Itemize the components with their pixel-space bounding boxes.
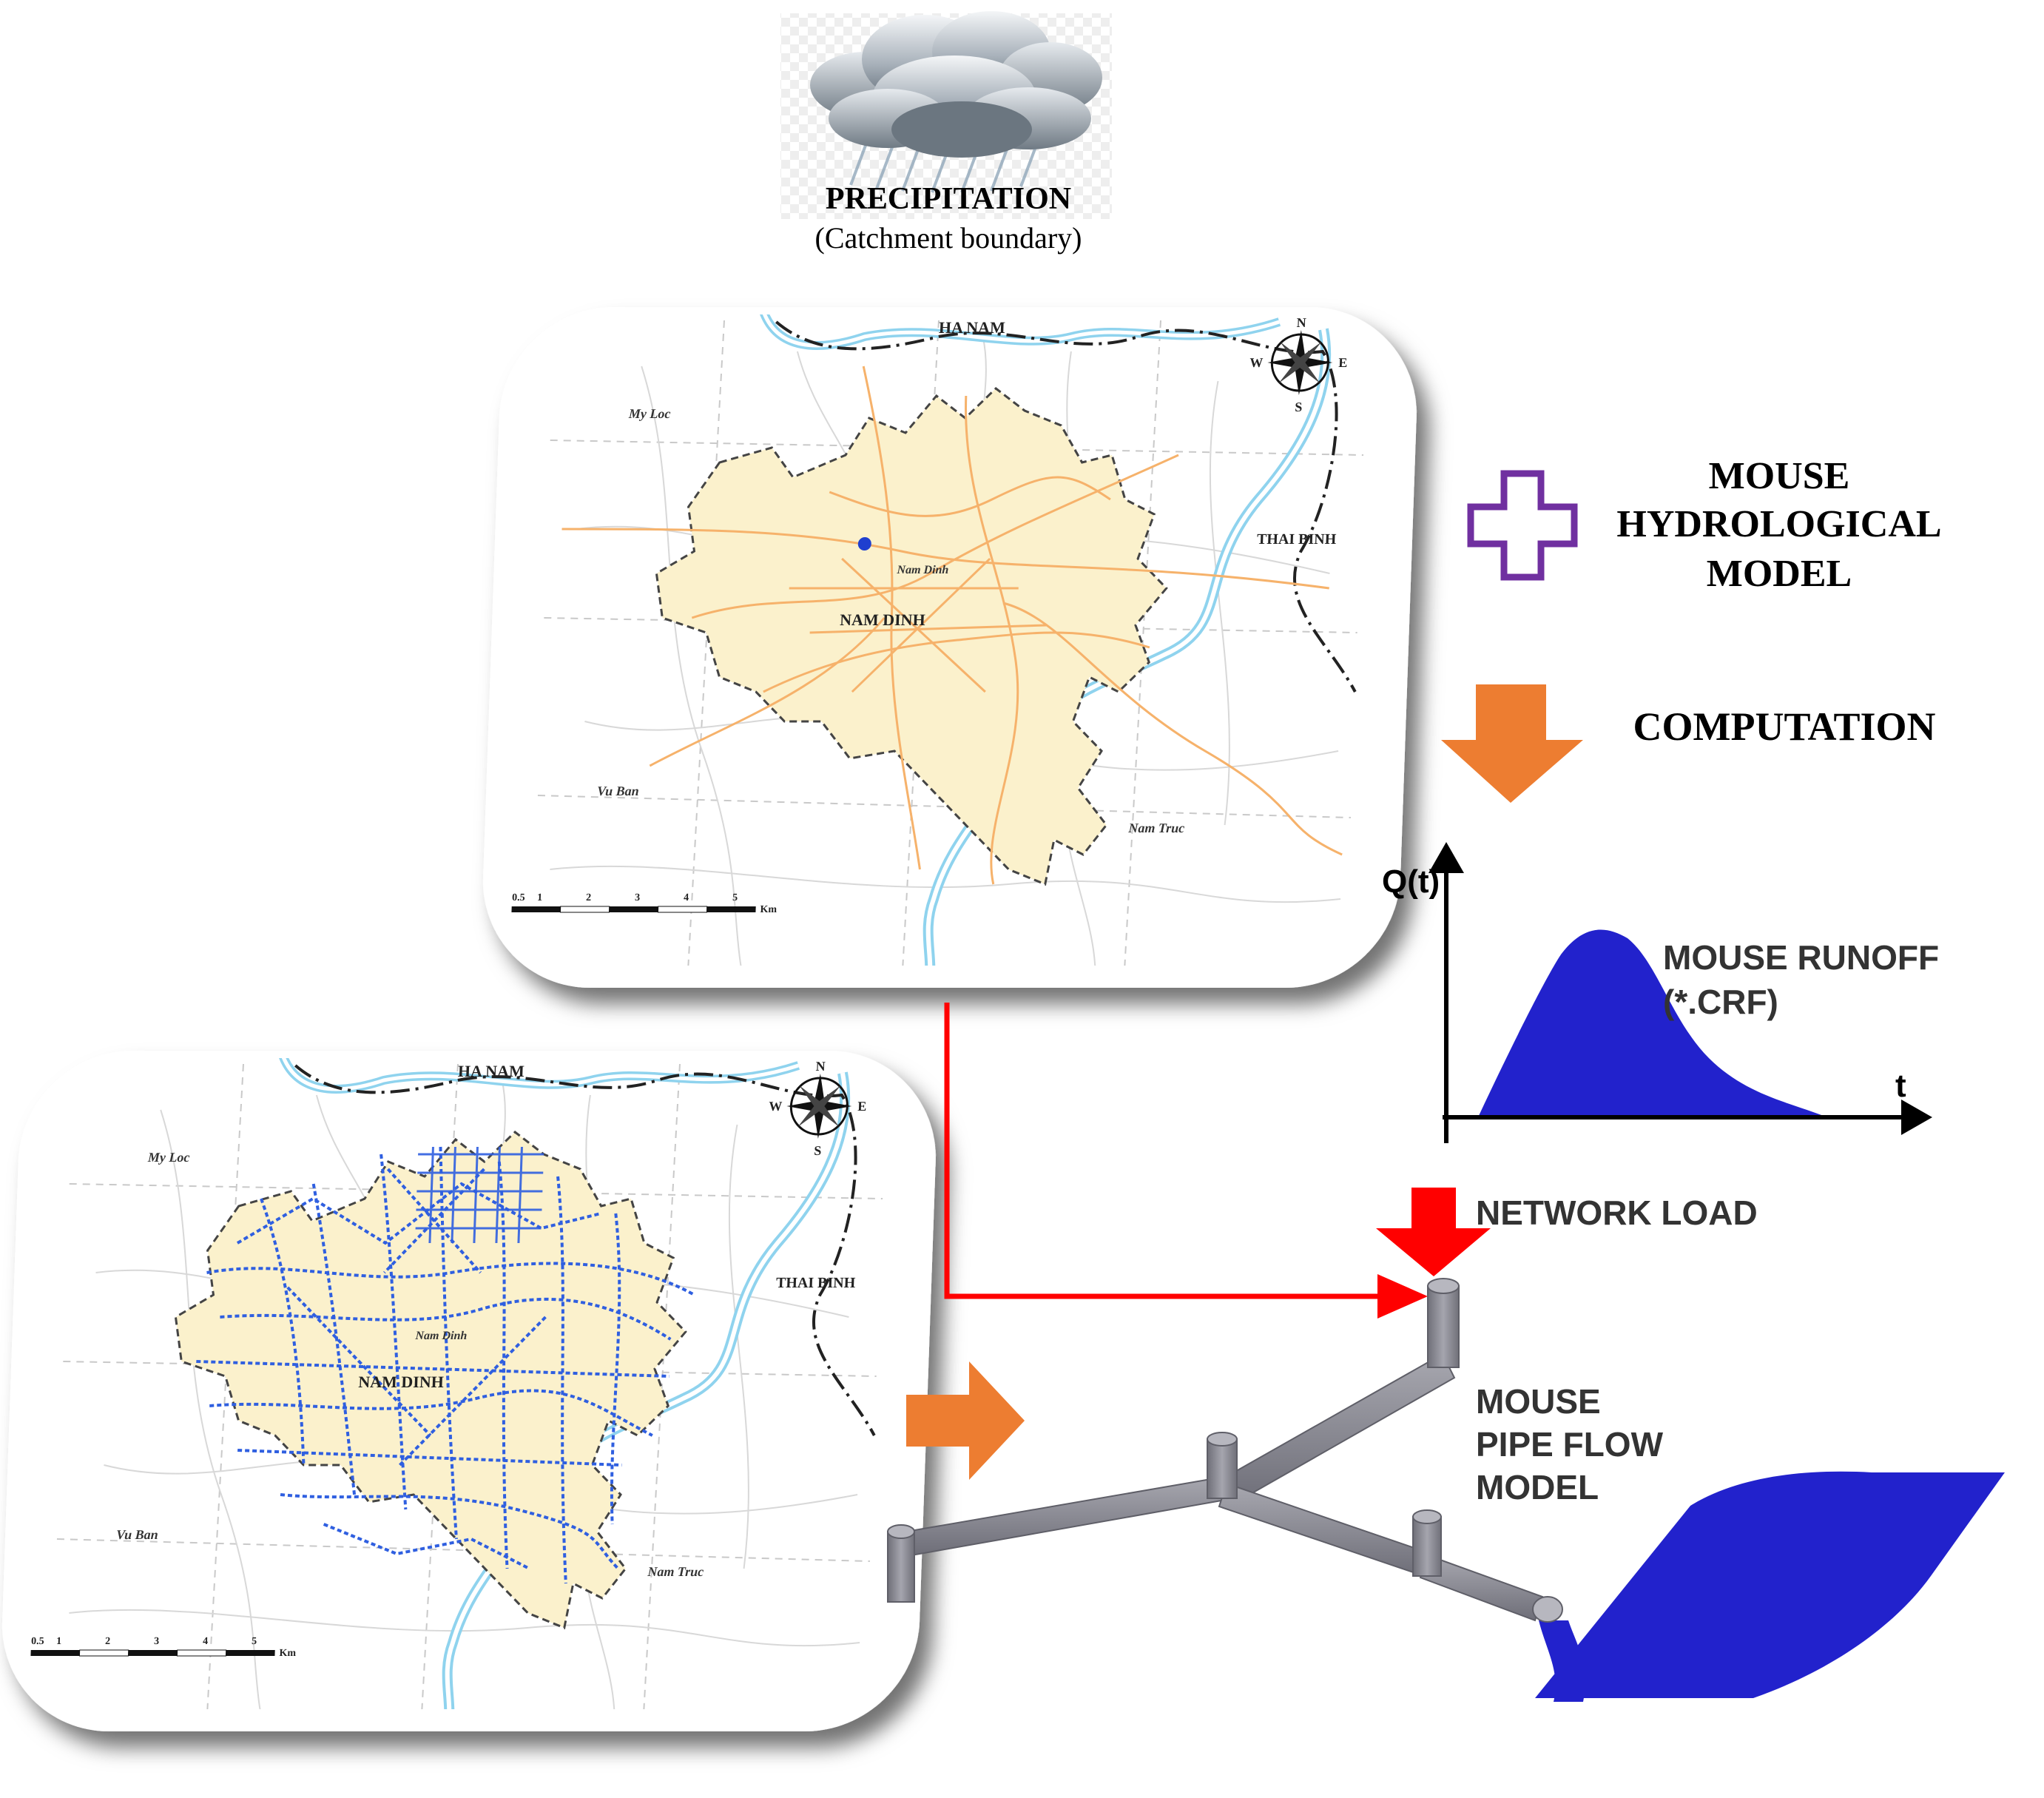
computation-block: COMPUTATION [1441, 684, 1935, 803]
catchment-map-tile: HA NAM My Loc THAI BINH Nam Dinh NAM DIN… [483, 307, 1417, 988]
scale-tick-5: 5 [732, 892, 738, 903]
scale-tick-3: 3 [154, 1636, 160, 1647]
scale-tick-0: 0.5 [31, 1636, 44, 1647]
hydro-model-line3: MODEL [1707, 553, 1852, 595]
map-top-label-vu-ban: Vu Ban [597, 784, 639, 798]
compass-n: N [815, 1059, 826, 1074]
pipe-flow-model-block: MOUSE PIPE FLOW MODEL [887, 1278, 2005, 1702]
pipe-segment [905, 1475, 1235, 1557]
hydrological-model-block: MOUSE HYDROLOGICAL MODEL [1467, 455, 1942, 595]
map-top-label-nam-dinh: NAM DINH [840, 610, 925, 629]
map-bottom-label-ha-nam: HA NAM [458, 1062, 525, 1080]
compass-n: N [1296, 315, 1306, 330]
map-top-label-nam-dinh-city: Nam Dinh [896, 564, 948, 576]
scale-tick-3: 3 [635, 892, 641, 903]
map-top-label-my-loc: My Loc [628, 406, 671, 421]
runoff-hydrograph: Q(t) t MOUSE RUNOFF (*.CRF) [1382, 842, 1939, 1143]
receiving-water [1535, 1471, 2005, 1698]
computation-label: COMPUTATION [1633, 704, 1936, 749]
precipitation-block: PRECIPITATION (Catchment boundary) [780, 11, 1112, 255]
scale-tick-2: 2 [586, 892, 592, 903]
hydro-model-line2: HYDROLOGICAL [1616, 503, 1941, 545]
compass-s: S [814, 1143, 822, 1158]
manhole-group [887, 1278, 1563, 1623]
pipe-flow-line1: MOUSE [1476, 1382, 1601, 1421]
compass-rose-icon: N S E W [769, 1059, 867, 1158]
compass-s: S [1295, 400, 1303, 414]
scale-tick-4: 4 [684, 892, 689, 903]
network-load-arrow-icon [1376, 1188, 1491, 1276]
hydro-model-line1: MOUSE [1709, 455, 1850, 497]
compass-w: W [1249, 355, 1264, 370]
map-top-label-thai-binh: THAI BINH [1257, 531, 1337, 548]
rain-gauge-marker [857, 537, 871, 550]
compass-rose-icon: N S E W [1249, 315, 1348, 414]
scale-tick-1: 1 [537, 892, 543, 903]
scale-tick-5: 5 [252, 1636, 257, 1647]
computation-arrow-icon [1441, 684, 1583, 803]
map-bottom-label-my-loc: My Loc [147, 1150, 190, 1165]
scale-unit: Km [279, 1648, 296, 1659]
map-bottom-label-nam-dinh-city: Nam Dinh [414, 1330, 467, 1342]
connector-arrowhead-icon [1377, 1274, 1428, 1319]
runoff-label-line1: MOUSE RUNOFF [1663, 938, 1939, 977]
transfer-arrow-icon [906, 1361, 1025, 1480]
compass-e: E [1338, 355, 1348, 370]
pipe-network-map-tile: HA NAM My Loc THAI BINH Nam Dinh NAM DIN… [2, 1051, 936, 1731]
rain-cloud-icon [810, 11, 1102, 193]
precipitation-title: PRECIPITATION [826, 182, 1071, 216]
scale-tick-1: 1 [56, 1636, 62, 1647]
pipe-segment [1218, 1482, 1433, 1578]
scale-tick-4: 4 [203, 1636, 209, 1647]
compass-w: W [769, 1099, 783, 1114]
map-bottom-label-vu-ban: Vu Ban [116, 1527, 158, 1542]
map-bottom-label-thai-binh: THAI BINH [776, 1275, 856, 1291]
scale-tick-0: 0.5 [512, 892, 525, 903]
map-bottom-label-nam-truc: Nam Truc [647, 1564, 704, 1579]
compass-e: E [857, 1099, 867, 1114]
network-load-block: NETWORK LOAD [1376, 1188, 1758, 1276]
outfall-flow [1539, 1620, 1585, 1702]
scale-unit: Km [760, 904, 777, 915]
map-bottom-label-nam-dinh: NAM DINH [358, 1373, 444, 1391]
runoff-label-line2: (*.CRF) [1663, 983, 1778, 1021]
scale-bar: 0.5 1 2 3 4 5 Km [511, 892, 778, 915]
scale-tick-2: 2 [105, 1636, 111, 1647]
y-axis-label: Q(t) [1382, 863, 1440, 900]
runoff-connector-line [944, 1003, 1387, 1299]
pipe-flow-line3: MODEL [1476, 1468, 1599, 1506]
pipe-flow-line2: PIPE FLOW [1476, 1425, 1664, 1464]
precipitation-subtitle: (Catchment boundary) [815, 221, 1082, 255]
x-axis-label: t [1895, 1068, 1906, 1104]
network-load-label: NETWORK LOAD [1476, 1193, 1758, 1232]
runoff-curve [1478, 929, 1827, 1117]
road-network [561, 366, 1343, 885]
pipe-segment [1219, 1353, 1456, 1505]
pipe-network [196, 1146, 695, 1584]
plus-icon [1467, 470, 1578, 581]
map-top-label-ha-nam: HA NAM [939, 318, 1006, 337]
map-top-label-nam-truc: Nam Truc [1127, 821, 1185, 835]
scale-bar: 0.5 1 2 3 4 5 Km [30, 1636, 297, 1659]
